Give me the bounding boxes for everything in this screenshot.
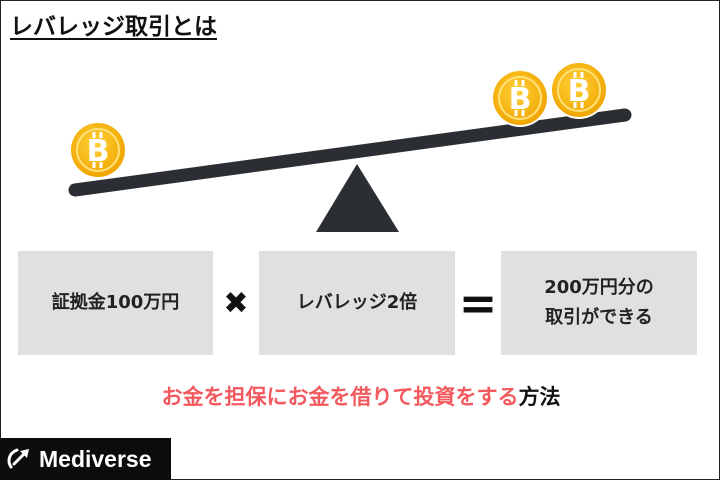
bitcoin-icon: B (550, 61, 608, 119)
margin-label: 証拠金100万円 (51, 292, 180, 313)
fulcrum-triangle (316, 164, 399, 232)
leverage-label: レバレッジ2倍 (296, 292, 418, 313)
seesaw-beam (68, 108, 632, 197)
bitcoin-icon: B (491, 69, 549, 127)
arrow-swoosh-icon (7, 448, 29, 469)
leverage-box: レバレッジ2倍 (259, 251, 455, 355)
definition-text: お金を担保にお金を借りて投資をする方法 (1, 381, 719, 411)
definition-plain: 方法 (518, 385, 561, 409)
brand-logo: Mediverse (0, 438, 171, 480)
brand-name: Mediverse (39, 445, 152, 472)
page-title: レバレッジ取引とは (10, 14, 217, 40)
margin-box: 証拠金100万円 (18, 251, 213, 355)
multiply-icon: ✖ (223, 285, 249, 321)
result-box: 200万円分の 取引ができる (501, 251, 697, 355)
result-line-2: 取引ができる (545, 307, 653, 328)
bitcoin-icon: B (69, 121, 127, 179)
definition-accent: お金を担保にお金を借りて投資をする (161, 385, 519, 409)
coin-symbol: B (87, 134, 110, 169)
coin-symbol: B (568, 74, 591, 109)
seesaw-illustration: B B B (68, 61, 632, 232)
result-line-1: 200万円分の (544, 277, 654, 298)
result-label: 200万円分の 取引ができる (544, 273, 654, 333)
coin-symbol: B (509, 82, 532, 117)
equals-icon: = (458, 276, 498, 330)
